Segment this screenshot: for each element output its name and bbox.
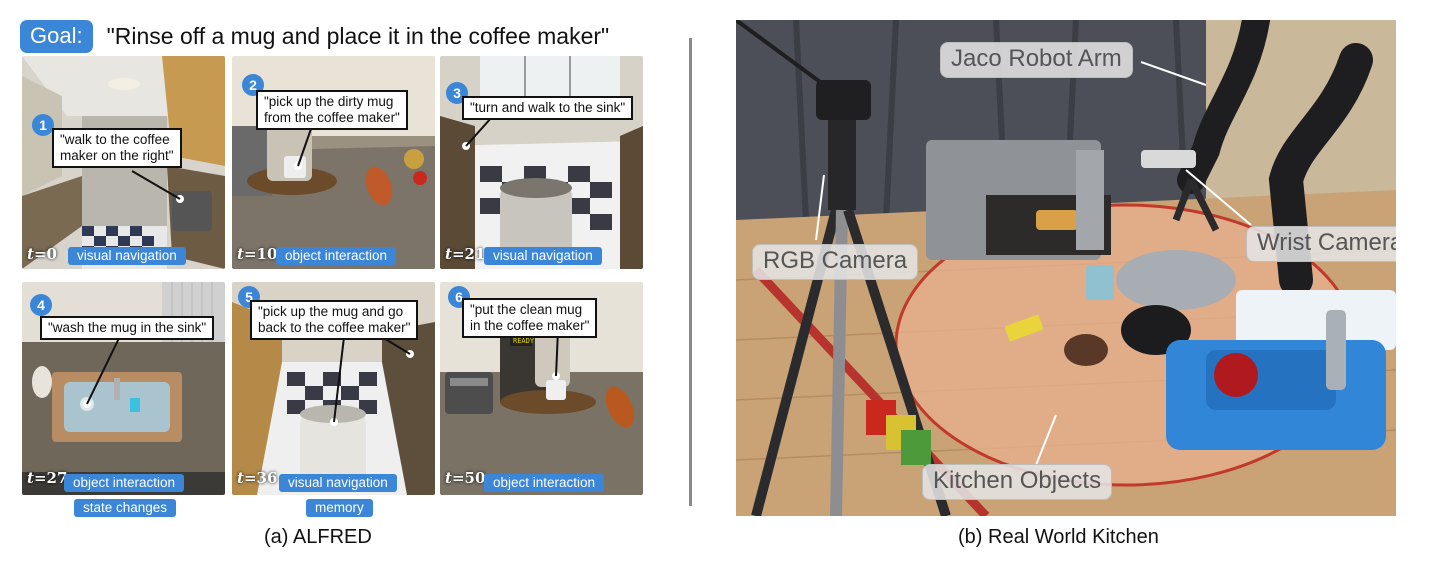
- frame-1: 1 "walk to the coffee maker on the right…: [22, 56, 225, 269]
- svg-text:READY: READY: [513, 337, 535, 345]
- caption-alfred: (a) ALFRED: [264, 526, 372, 548]
- instruction-line: "walk to the coffee: [60, 132, 170, 147]
- time-label: t=21: [445, 245, 486, 263]
- goal-text: "Rinse off a mug and place it in the cof…: [106, 22, 610, 49]
- label-wrist-camera: Wrist Camera: [1246, 226, 1396, 262]
- goal-row: Goal: "Rinse off a mug and place it in t…: [20, 18, 609, 54]
- frame-5-scene: [232, 282, 435, 495]
- tag-visual-navigation: visual navigation: [68, 247, 186, 265]
- frame-4: 4 "wash the mug in the sink" t=27 object…: [22, 282, 225, 495]
- instruction-line: "pick up the mug and go: [258, 304, 404, 319]
- tag-object-interaction: object interaction: [64, 474, 185, 492]
- time-label: t=10: [237, 245, 278, 263]
- label-kitchen-objects: Kitchen Objects: [922, 464, 1113, 500]
- time-label: t=50: [445, 469, 486, 487]
- frame-6: READY 6 "put the clean mug in the coffee…: [440, 282, 643, 495]
- frame-2: 2 "pick up the dirty mug from the coffee…: [232, 56, 435, 269]
- step-badge: 1: [32, 114, 54, 136]
- instruction-callout: "wash the mug in the sink": [40, 316, 215, 340]
- tag-memory: memory: [306, 499, 373, 517]
- instruction-callout: "put the clean mug in the coffee maker": [462, 298, 598, 338]
- instruction-line: back to the coffee maker": [258, 320, 411, 335]
- instruction-line: "wash the mug in the sink": [48, 320, 207, 335]
- instruction-callout: "pick up the mug and go back to the coff…: [250, 300, 419, 340]
- time-label: t=36: [237, 469, 278, 487]
- frame-3-scene: [440, 56, 643, 269]
- frame-4-scene: [22, 282, 225, 495]
- instruction-callout: "walk to the coffee maker on the right": [52, 128, 182, 168]
- kitchen-scene: [736, 20, 1396, 516]
- instruction-callout: "turn and walk to the sink": [462, 96, 634, 120]
- caption-real-world-kitchen: (b) Real World Kitchen: [958, 526, 1159, 548]
- instruction-line: "turn and walk to the sink": [470, 100, 626, 115]
- goal-badge: Goal:: [20, 19, 93, 53]
- frame-5: 5 "pick up the mug and go back to the co…: [232, 282, 435, 495]
- tag-visual-navigation: visual navigation: [279, 474, 397, 492]
- instruction-line: "pick up the dirty mug: [264, 94, 394, 109]
- frame-1-scene: [22, 56, 225, 269]
- label-rgb-camera: RGB Camera: [752, 244, 919, 280]
- time-value: 50: [464, 469, 486, 487]
- tag-visual-navigation: visual navigation: [484, 247, 602, 265]
- time-value: 36: [256, 469, 278, 487]
- tag-object-interaction: object interaction: [276, 247, 397, 265]
- time-value: 10: [256, 245, 278, 263]
- time-value: 27: [46, 469, 68, 487]
- instruction-callout: "pick up the dirty mug from the coffee m…: [256, 90, 408, 130]
- tag-object-interaction: object interaction: [484, 474, 605, 492]
- instruction-line: "put the clean mug: [470, 302, 583, 317]
- instruction-line: in the coffee maker": [470, 318, 590, 333]
- kitchen-photo: Jaco Robot Arm RGB Camera Wrist Camera K…: [736, 20, 1396, 516]
- instruction-line: from the coffee maker": [264, 110, 400, 125]
- panel-divider: [689, 38, 692, 506]
- label-robot-arm: Jaco Robot Arm: [940, 42, 1133, 78]
- time-label: t=27: [27, 469, 68, 487]
- time-value: 21: [464, 245, 486, 263]
- tag-state-changes: state changes: [74, 499, 177, 517]
- step-badge: 4: [30, 294, 52, 316]
- instruction-line: maker on the right": [60, 148, 174, 163]
- time-label: t=0: [27, 245, 57, 263]
- time-value: 0: [46, 245, 57, 263]
- frame-3: 3 "turn and walk to the sink" t=21 visua…: [440, 56, 643, 269]
